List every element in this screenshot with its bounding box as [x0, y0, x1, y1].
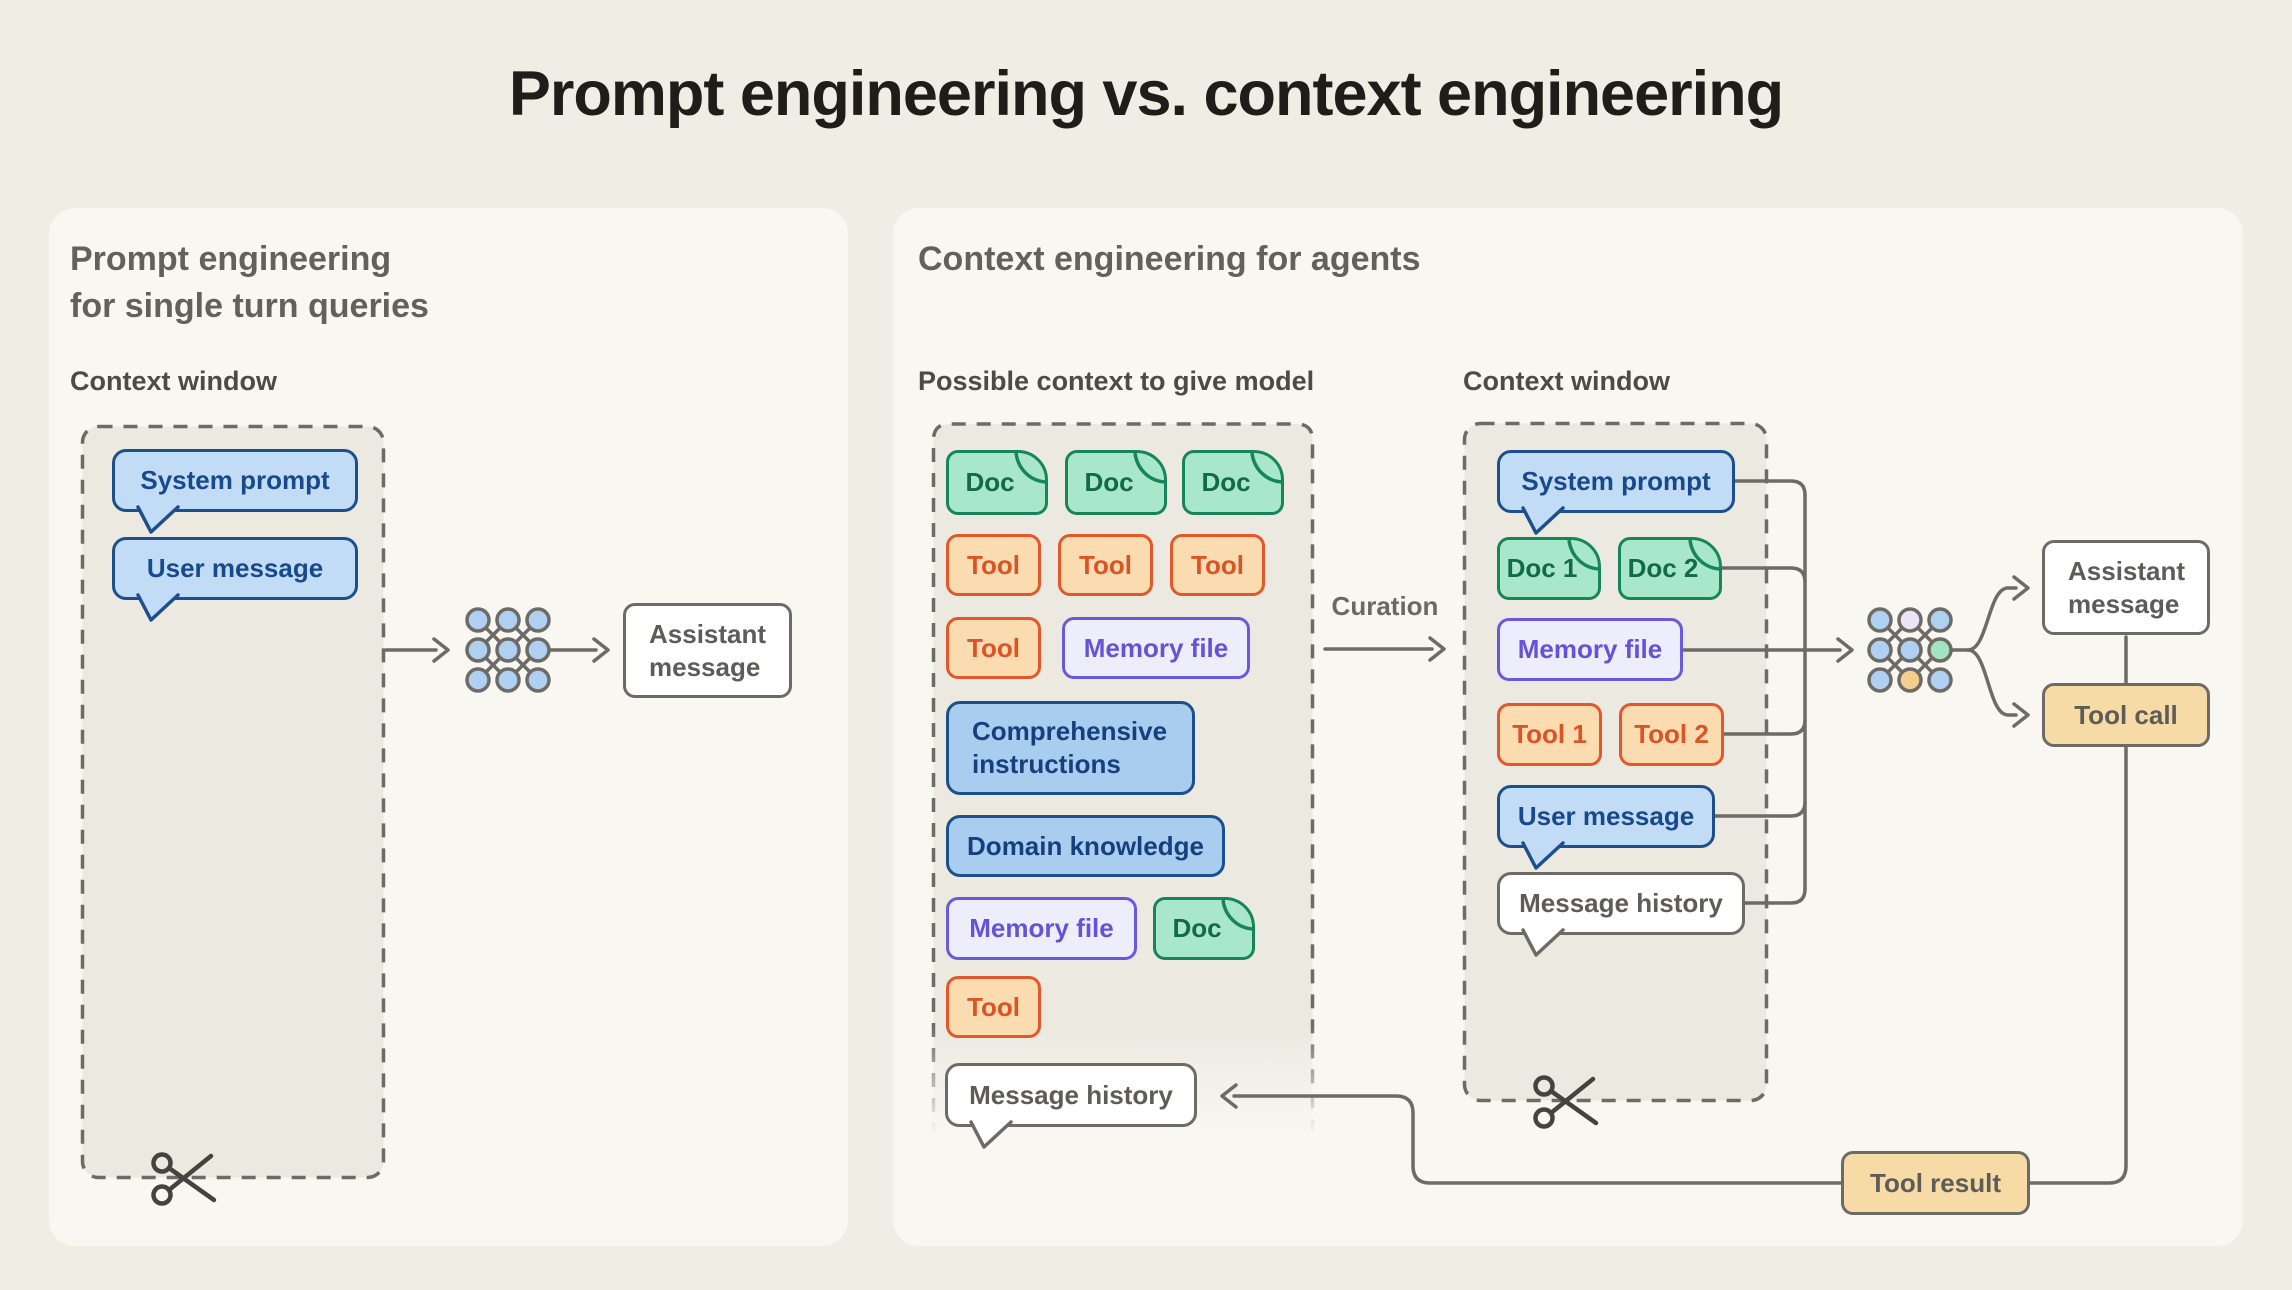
scissors-icon-right [1533, 1075, 1599, 1129]
possible-context-label: Possible context to give model [918, 366, 1315, 396]
assistant-message-box: Assistant message [623, 603, 792, 698]
comprehensive-instructions-box: Comprehensive instructions [946, 701, 1195, 795]
doc-2-box: Doc 2 [1618, 537, 1722, 600]
doc-box: Doc [1065, 450, 1167, 515]
tool-box: Tool [1170, 534, 1265, 596]
context-window-label-right: Context window [1463, 366, 1670, 396]
tool-result-box: Tool result [1841, 1151, 2030, 1215]
doc-box: Doc [1153, 897, 1255, 960]
message-history-bubble: Message history [1497, 872, 1745, 957]
neural-network-icon-right [1867, 607, 1953, 693]
user-message-bubble: User message [112, 537, 358, 622]
folded-corner-icon [1014, 452, 1047, 484]
arrow-model-to-outputs [1950, 575, 2030, 728]
memory-file-box: Memory file [1062, 617, 1250, 679]
memory-file-box: Memory file [946, 897, 1137, 960]
right-panel-heading: Context engineering for agents [918, 240, 1421, 278]
arrow-context-to-model-left [384, 637, 450, 663]
doc-1-box: Doc 1 [1497, 537, 1601, 600]
doc-box: Doc [1182, 450, 1284, 515]
assistant-message-box: Assistant message [2042, 540, 2210, 635]
context-window-label-left: Context window [70, 366, 277, 396]
doc-box: Doc [946, 450, 1048, 515]
tool-box: Tool [946, 534, 1041, 596]
curation-arrow [1323, 636, 1446, 662]
tool-call-box: Tool call [2042, 683, 2210, 747]
page-title: Prompt engineering vs. context engineeri… [508, 59, 1784, 129]
curation-label: Curation [1331, 591, 1439, 621]
folded-corner-icon [1688, 539, 1721, 571]
context-item-connectors [1713, 479, 1807, 905]
folded-corner-icon [1133, 452, 1166, 484]
speech-tail [969, 1120, 1013, 1149]
arrow-context-to-model-right [1681, 637, 1854, 663]
tool-2-box: Tool 2 [1619, 703, 1724, 766]
scissors-icon-left [151, 1152, 217, 1206]
speech-tail [1521, 928, 1565, 957]
user-message-bubble: User message [1497, 785, 1715, 870]
tool-box: Tool [1058, 534, 1153, 596]
speech-tail [136, 593, 180, 622]
tool-1-box: Tool 1 [1497, 703, 1602, 766]
tool-result-loop-arrow [1220, 635, 2128, 1185]
tool-box: Tool [946, 976, 1041, 1038]
memory-file-box: Memory file [1497, 618, 1683, 681]
folded-corner-icon [1221, 899, 1254, 931]
system-prompt-bubble: System prompt [1497, 450, 1735, 535]
domain-knowledge-box: Domain knowledge [946, 815, 1225, 877]
system-prompt-bubble: System prompt [112, 449, 358, 534]
left-panel-heading: Prompt engineering for single turn queri… [70, 240, 429, 325]
arrow-model-to-assistant-left [548, 637, 610, 663]
folded-corner-icon [1567, 539, 1600, 571]
tool-box: Tool [946, 617, 1041, 679]
speech-tail [1521, 841, 1565, 870]
message-history-bubble: Message history [945, 1063, 1197, 1149]
speech-tail [136, 505, 180, 534]
speech-tail [1521, 506, 1565, 535]
folded-corner-icon [1250, 452, 1283, 484]
neural-network-icon-left [465, 607, 551, 693]
